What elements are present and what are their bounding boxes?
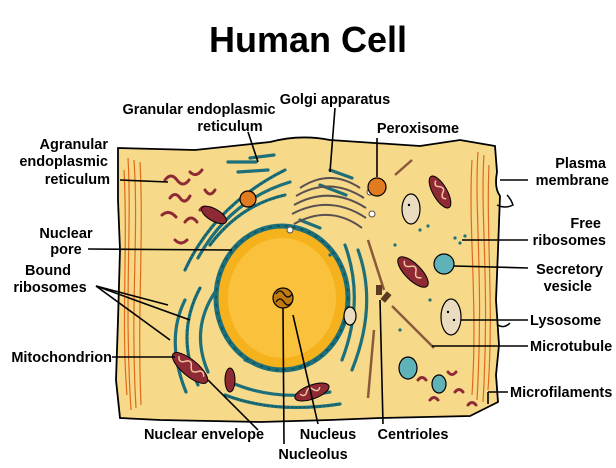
svg-text:vesicle: vesicle [544, 279, 592, 295]
label-lysosome: Lysosome [530, 313, 601, 329]
label-nuclear-envelope: Nuclear envelope [144, 427, 264, 443]
svg-text:Plasma: Plasma [555, 156, 607, 172]
label-mitochondrion: Mitochondrion [11, 350, 112, 366]
svg-text:endoplasmic: endoplasmic [19, 154, 108, 170]
membrane-bump [498, 323, 510, 327]
label-agranular-er: Agranular endoplasmic reticulum [19, 137, 110, 188]
label-free-ribosomes: Free ribosomes [533, 216, 606, 249]
nucleolus [273, 288, 293, 308]
label-nuclear-pore: Nuclear pore [39, 226, 93, 258]
label-bound-ribosomes: Bound ribosomes [13, 263, 86, 296]
svg-text:ribosomes: ribosomes [13, 280, 86, 296]
label-centrioles: Centrioles [378, 427, 449, 443]
peroxisome-organelle [368, 178, 386, 196]
diagram-title: Human Cell [209, 19, 407, 60]
svg-text:membrane: membrane [536, 173, 609, 189]
svg-text:reticulum: reticulum [45, 172, 110, 188]
svg-text:pore: pore [50, 242, 81, 258]
svg-text:Agranular: Agranular [40, 137, 109, 153]
label-nucleus: Nucleus [300, 427, 356, 443]
peroxisome-organelle-2 [240, 191, 256, 207]
label-plasma-membrane: Plasma membrane [536, 156, 609, 189]
svg-text:reticulum: reticulum [197, 119, 262, 135]
label-nucleolus: Nucleolus [278, 447, 347, 463]
svg-text:ribosomes: ribosomes [533, 233, 606, 249]
label-granular-er: Granular endoplasmic reticulum [122, 102, 275, 135]
svg-text:Granular endoplasmic: Granular endoplasmic [122, 102, 275, 118]
label-peroxisome: Peroxisome [377, 121, 459, 137]
svg-text:Free: Free [570, 216, 601, 232]
svg-text:Secretory: Secretory [536, 262, 603, 278]
label-golgi-apparatus: Golgi apparatus [280, 92, 390, 108]
label-secretory-vesicle: Secretory vesicle [536, 262, 603, 295]
svg-text:Nuclear: Nuclear [39, 226, 93, 242]
label-microfilaments: Microfilaments [510, 385, 612, 401]
svg-text:Bound: Bound [25, 263, 71, 279]
label-microtubule: Microtubule [530, 339, 612, 355]
